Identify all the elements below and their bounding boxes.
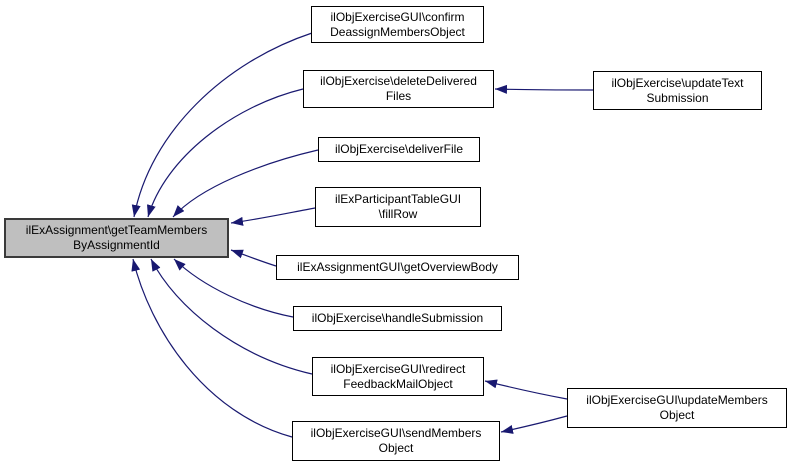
edge-get-overview-body-to-main <box>230 249 277 267</box>
graph-node-fill-row[interactable]: ilExParticipantTableGUI \fillRow <box>315 187 481 227</box>
edge-delete-delivered-to-main <box>147 88 304 218</box>
graph-node-handle-submission[interactable]: ilObjExercise\handleSubmission <box>293 306 502 331</box>
graph-node-update-members-object[interactable]: ilObjExerciseGUI\updateMembers Object <box>567 388 787 428</box>
edge-redirect-feedback-to-main <box>150 258 313 375</box>
edge-handle-submission-to-main <box>173 258 294 318</box>
graph-node-get-overview-body[interactable]: ilExAssignmentGUI\getOverviewBody <box>276 255 519 280</box>
graph-node-update-text-submission[interactable]: ilObjExercise\updateText Submission <box>593 71 762 110</box>
edge-update-members-to-send-members <box>500 415 568 434</box>
edge-fill-row-to-main <box>230 207 316 226</box>
graph-node-get-team-members-by-assignment-id: ilExAssignment\getTeamMembers ByAssignme… <box>4 218 229 258</box>
edge-update-text-to-delete-delivered <box>494 84 594 94</box>
edge-deliver-file-to-main <box>172 149 319 218</box>
edge-confirm-deassign-to-main <box>131 32 313 218</box>
graph-node-delete-delivered-files[interactable]: ilObjExercise\deleteDelivered Files <box>303 70 494 108</box>
graph-node-redirect-feedback-mail-object[interactable]: ilObjExerciseGUI\redirect FeedbackMailOb… <box>312 357 484 396</box>
edge-update-members-to-redirect-feedback <box>484 379 568 400</box>
edge-send-members-to-main <box>131 258 293 438</box>
graph-node-confirm-deassign-members-object[interactable]: ilObjExerciseGUI\confirm DeassignMembers… <box>311 6 484 43</box>
graph-node-deliver-file[interactable]: ilObjExercise\deliverFile <box>318 137 480 162</box>
graph-node-send-members-object[interactable]: ilObjExerciseGUI\sendMembers Object <box>292 421 500 461</box>
